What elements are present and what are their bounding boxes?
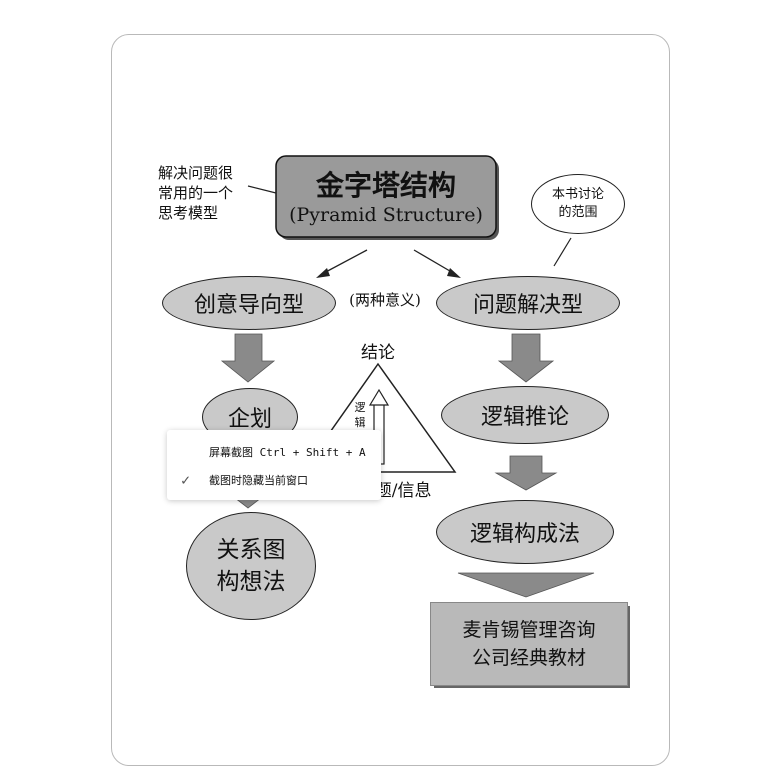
logic-reasoning-label: 逻辑推论 (480, 405, 569, 430)
down-arrow-right-3 (457, 572, 595, 598)
note-connector (247, 185, 277, 194)
source-box: 麦肯锡管理咨询 公司经典教材 (430, 602, 628, 686)
top-box-text: 金字塔结构 (Pyramid Structure) (276, 160, 496, 236)
menu-item-screenshot-label: 屏幕截图 Ctrl + Shift + A (209, 446, 366, 459)
relation-method-line-2: 构想法 (216, 569, 286, 595)
branch-arrowhead-left (316, 268, 330, 278)
screenshot-context-menu: 屏幕截图 Ctrl + Shift + A ✓ 截图时隐藏当前窗口 (167, 430, 381, 500)
branch-arrowhead-right (447, 268, 461, 278)
creative-oriented-label: 创意导向型 (193, 293, 304, 318)
branch-arrow-left (321, 249, 368, 275)
left-note-line-2: 常用的一个 (158, 184, 234, 202)
top-box-subtitle: (Pyramid Structure) (289, 204, 483, 226)
top-box (275, 155, 497, 238)
source-box-line-2: 公司经典教材 (471, 647, 586, 669)
scope-bubble-line-1: 本书讨论 (551, 187, 604, 202)
scope-bubble-line-2: 的范围 (558, 205, 598, 220)
logic-deduction-char-2: 辑 (354, 416, 366, 429)
checkmark-icon: ✓ (181, 471, 191, 489)
left-note-line-3: 思考模型 (158, 204, 219, 222)
conclusion-label: 结论 (361, 342, 395, 363)
relation-method-line-1: 关系图 (216, 537, 286, 563)
logic-construction-oval: 逻辑构成法 (436, 500, 614, 564)
planning-label: 企划 (227, 407, 272, 432)
two-meanings-label: (两种意义) (349, 290, 421, 309)
left-note-line-1: 解决问题很 (158, 164, 234, 182)
scope-bubble: 本书讨论 的范围 (531, 174, 625, 234)
branch-arrow-right (413, 249, 456, 275)
source-box-line-1: 麦肯锡管理咨询 (462, 619, 596, 641)
up-arrow-head (368, 388, 390, 406)
bubble-tail (553, 237, 572, 267)
diagram-graphics (220, 155, 630, 688)
menu-item-hide-window[interactable]: ✓ 截图时隐藏当前窗口 (167, 467, 381, 493)
top-box-title: 金字塔结构 (315, 169, 456, 202)
logic-reasoning-oval: 逻辑推论 (441, 386, 609, 444)
down-arrow-right-1 (497, 333, 555, 383)
menu-item-screenshot[interactable]: 屏幕截图 Ctrl + Shift + A (167, 439, 381, 465)
relation-method-oval: 关系图 构想法 (186, 512, 316, 620)
logic-deduction-char-1: 逻 (354, 401, 366, 414)
logic-construction-label: 逻辑构成法 (469, 522, 580, 547)
down-arrow-left-1 (220, 333, 276, 383)
problem-solving-label: 问题解决型 (472, 293, 583, 318)
down-arrow-right-2 (494, 455, 558, 491)
creative-oriented-oval: 创意导向型 (162, 276, 336, 330)
left-note: 解决问题很 常用的一个 思考模型 (158, 163, 258, 223)
problem-solving-oval: 问题解决型 (436, 276, 620, 330)
menu-item-hide-window-label: 截图时隐藏当前窗口 (209, 474, 308, 487)
